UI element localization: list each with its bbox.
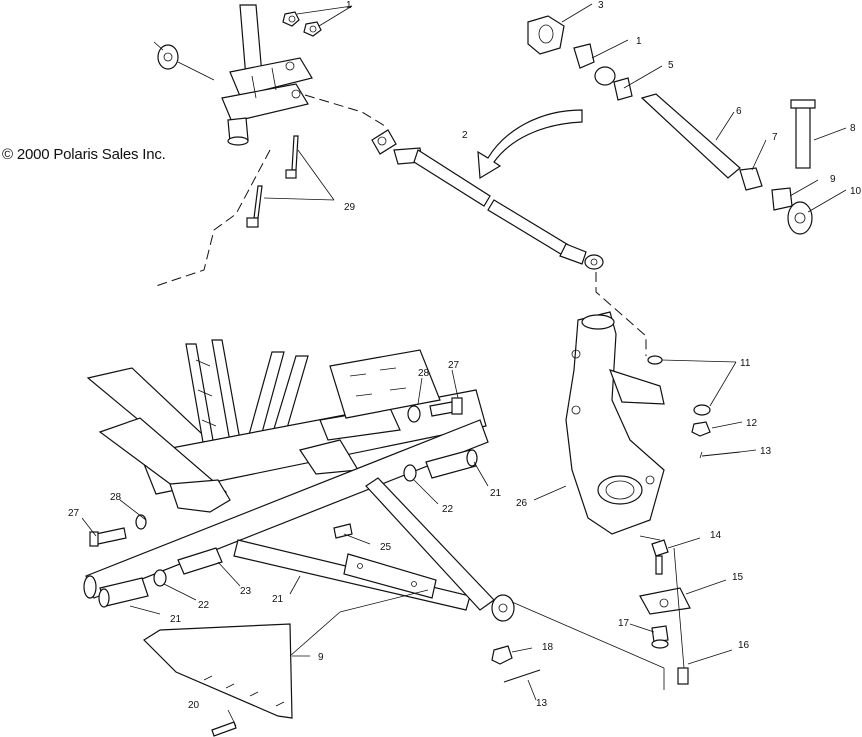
callout-label: 8 xyxy=(850,123,856,134)
callout-label: 25 xyxy=(380,542,392,553)
callout-label: 21 xyxy=(170,614,182,625)
callout-label: 20 xyxy=(188,700,200,711)
steering-post xyxy=(221,4,313,146)
callout-label: 15 xyxy=(732,572,744,583)
callout-label: 28 xyxy=(110,492,122,503)
callout-label: 10 xyxy=(850,186,862,197)
callout-label: 21 xyxy=(490,488,502,499)
callout-label: 23 xyxy=(240,586,252,597)
spindle-knuckle xyxy=(565,311,665,535)
skid-plate xyxy=(143,623,293,737)
callout-label: 11 xyxy=(740,358,751,369)
tie-rod-end-left xyxy=(153,41,215,81)
vehicle-frame xyxy=(86,339,487,513)
washer-nut-pin-parts xyxy=(647,355,741,459)
callout-label: 18 xyxy=(542,642,554,653)
callout-label: 28 xyxy=(418,368,430,379)
bolt-washer-parts-upper xyxy=(407,397,463,423)
castle-nut-cotter-pin xyxy=(491,645,541,683)
callout-label: 22 xyxy=(198,600,210,611)
callout-label: 13 xyxy=(760,446,772,457)
callout-label: 1 xyxy=(346,0,352,11)
bolt-parts-29 xyxy=(246,135,299,228)
callout-label: 26 xyxy=(516,498,528,509)
callout-label: 6 xyxy=(736,106,742,117)
tie-rod-parts-upper xyxy=(527,15,816,235)
callout-label: 1 xyxy=(636,36,642,47)
callout-label: 29 xyxy=(344,202,356,213)
callout-label: 12 xyxy=(746,418,758,429)
tie-rod-assembly xyxy=(371,129,604,270)
callout-label: 22 xyxy=(442,504,454,515)
callout-label: 17 xyxy=(618,618,630,629)
callout-label: 16 xyxy=(738,640,750,651)
callout-label: 3 xyxy=(598,0,604,11)
nut-parts-1 xyxy=(282,11,322,37)
ball-joint-parts xyxy=(639,539,691,685)
direction-arrow xyxy=(477,109,583,180)
copyright-text: © 2000 Polaris Sales Inc. xyxy=(2,146,166,163)
callout-label: 13 xyxy=(536,698,548,709)
callout-label: 21 xyxy=(272,594,284,605)
a-arm xyxy=(83,419,515,622)
callout-label: 14 xyxy=(710,530,722,541)
callout-label: 27 xyxy=(68,508,80,519)
callout-label: 9 xyxy=(830,174,836,185)
bushing-washer-parts xyxy=(89,449,478,608)
callout-label: 9 xyxy=(318,652,324,663)
callout-label: 7 xyxy=(772,132,778,143)
callout-label: 2 xyxy=(462,130,468,141)
frame-dashed-outline xyxy=(155,149,271,287)
callout-label: 27 xyxy=(448,360,460,371)
callout-label: 5 xyxy=(668,60,674,71)
